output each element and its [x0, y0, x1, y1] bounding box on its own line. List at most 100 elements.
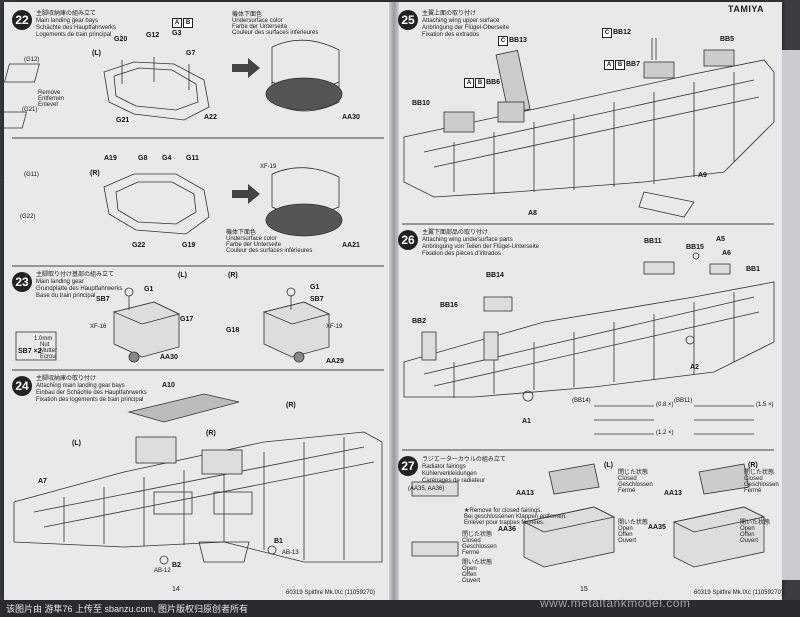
label-XF19-b: XF-19 — [326, 324, 343, 330]
step-25-caption-de: Anbringung der Flügel-Oberseite — [422, 25, 510, 31]
label-AA21: AA21 — [342, 242, 360, 249]
left-page-number: 14 — [172, 586, 180, 593]
label-BB2: BB2 — [412, 318, 427, 325]
closed-fr: Fermé — [462, 550, 480, 556]
step-24-badge: 24 — [12, 376, 32, 396]
step-27-caption-fr: Carénages de radiateur — [422, 478, 486, 484]
step-26-caption-jp: 主翼下面部品の取り付け — [422, 230, 489, 236]
closed-R-de: Geschlossen — [744, 482, 779, 488]
open-L-en: Open — [618, 526, 633, 532]
label-G3: G3 — [172, 30, 182, 37]
closed-L-en: Closed — [618, 476, 637, 482]
label-XF19-a: XF-19 — [260, 164, 277, 170]
closed-jp: 閉じた状態 — [462, 532, 493, 538]
step-22-caption-en: Main landing gear bays — [36, 18, 99, 24]
open-jp: 開いた状態 — [462, 560, 493, 566]
label-aa35-aa36: (AA35, AA36) — [408, 486, 445, 492]
tamiya-logo: TAMIYA — [728, 4, 765, 14]
step-23-caption-jp: 主脚取り付け基部の組み立て — [36, 272, 115, 278]
label-R: (R) — [90, 170, 100, 177]
step-23-caption-de: Grundplatte des Hauptfahrwerks — [36, 286, 123, 292]
label-15x: (1.5 ×) — [756, 402, 774, 408]
step-22r-color-jp: 機体下面色 — [226, 230, 257, 236]
label-B2: B2 — [172, 562, 181, 569]
closed-L-de: Geschlossen — [618, 482, 653, 488]
label-G17: G17 — [180, 316, 194, 323]
label-BB14-inset: (BB14) — [572, 398, 591, 404]
label-G19: G19 — [182, 242, 196, 249]
label-BB1: BB1 — [746, 266, 761, 273]
step-26-badge: 26 — [398, 230, 418, 250]
legend-ecrou: Ecrou — [40, 354, 56, 360]
label-G22: G22 — [132, 242, 146, 249]
label-27-R: (R) — [748, 462, 758, 469]
open-fr: Ouvert — [462, 578, 481, 584]
label-L: (L) — [92, 50, 101, 57]
step-26-caption-fr: Fixation des pièces d'intrados — [422, 251, 501, 257]
left-page-drawings — [4, 39, 384, 565]
label-A6: A6 — [722, 250, 731, 257]
closed-de: Geschlossen — [462, 544, 497, 550]
label-A2: A2 — [690, 364, 699, 371]
label-A1: A1 — [522, 418, 531, 425]
step-27-caption-de: Kühlerverkleidungen — [422, 471, 477, 477]
step-22-badge: 22 — [12, 10, 32, 30]
label-BB16: BB16 — [440, 302, 458, 309]
label-SB7-right: SB7 — [310, 296, 324, 303]
step-27-badge: 27 — [398, 456, 418, 476]
open-R-fr: Ouvert — [740, 538, 759, 544]
step-22-caption-jp: 主脚収納庫の組み立て — [36, 11, 97, 17]
closed-L-fr: Fermé — [618, 488, 636, 494]
step-22r-color-fr: Couleur des surfaces inférieures — [226, 248, 313, 254]
instruction-spread: 22 主脚収納庫の組み立て Main landing gear bays Sch… — [4, 2, 783, 600]
step-22-color-jp: 機体下面色 — [232, 12, 263, 18]
label-AA36: AA36 — [498, 526, 516, 533]
open-L-fr: Ouvert — [618, 538, 637, 544]
step-25-badge: 25 — [398, 10, 418, 30]
label-AA13-R: AA13 — [664, 490, 682, 497]
open-de: Offen — [462, 572, 477, 578]
right-page-drawings — [402, 38, 775, 568]
label-A10: A10 — [162, 382, 175, 389]
open-R-de: Offen — [740, 532, 755, 538]
step-25-caption-en: Attaching wing upper surface — [422, 18, 500, 24]
label-AB13: AB-13 — [282, 550, 299, 556]
step-23-caption-fr: Base du train principal — [36, 293, 96, 299]
step-24-caption-de: Einbau der Schächte des Hauptfahrwerks — [36, 390, 147, 396]
label-AA30-b: AA30 — [160, 354, 178, 361]
step-23-caption-en: Main landing gear — [36, 279, 84, 285]
label-A9: A9 — [698, 172, 707, 179]
step-23-badge: 23 — [12, 272, 32, 292]
label-G21: G21 — [116, 117, 130, 124]
label-G18: G18 — [226, 327, 240, 334]
step-22-color-en: Undersurface color — [232, 18, 283, 24]
label-G1-right: G1 — [310, 284, 320, 291]
label-BB10: BB10 — [412, 100, 430, 107]
legend-mutter: Mutter — [40, 348, 58, 354]
step-26-caption-en: Attaching wing undersurface parts — [422, 237, 513, 243]
label-08x: (0.8 ×) — [656, 402, 674, 408]
label-BB11-inset: (BB11) — [674, 398, 693, 404]
step-27-caption-en: Radiator fairings — [422, 464, 466, 470]
label-G11-inset: (G11) — [24, 172, 39, 178]
step-24-caption-fr: Fixation des logements de train principa… — [36, 397, 144, 403]
open-L-de: Offen — [618, 532, 633, 538]
step-24-caption-jp: 主脚収納庫の取り付け — [36, 376, 97, 382]
step-22r-color-de: Farbe der Unterseite — [226, 242, 282, 248]
closed-en: Closed — [462, 538, 481, 544]
step-22-caption-fr: Logements de train principal — [36, 32, 112, 38]
label-G11: G11 — [186, 155, 199, 162]
label-A8: A8 — [528, 210, 537, 217]
label-27-L: (L) — [604, 462, 613, 469]
open-R-en: Open — [740, 526, 755, 532]
label-24-R-a: (R) — [286, 402, 296, 409]
label-BB11: BB11 — [644, 238, 662, 245]
closed-L-jp: 閉じた状態 — [618, 470, 649, 476]
label-G22-inset: (G22) — [20, 214, 36, 220]
label-AA13-L: AA13 — [516, 490, 534, 497]
gutter — [389, 2, 399, 600]
